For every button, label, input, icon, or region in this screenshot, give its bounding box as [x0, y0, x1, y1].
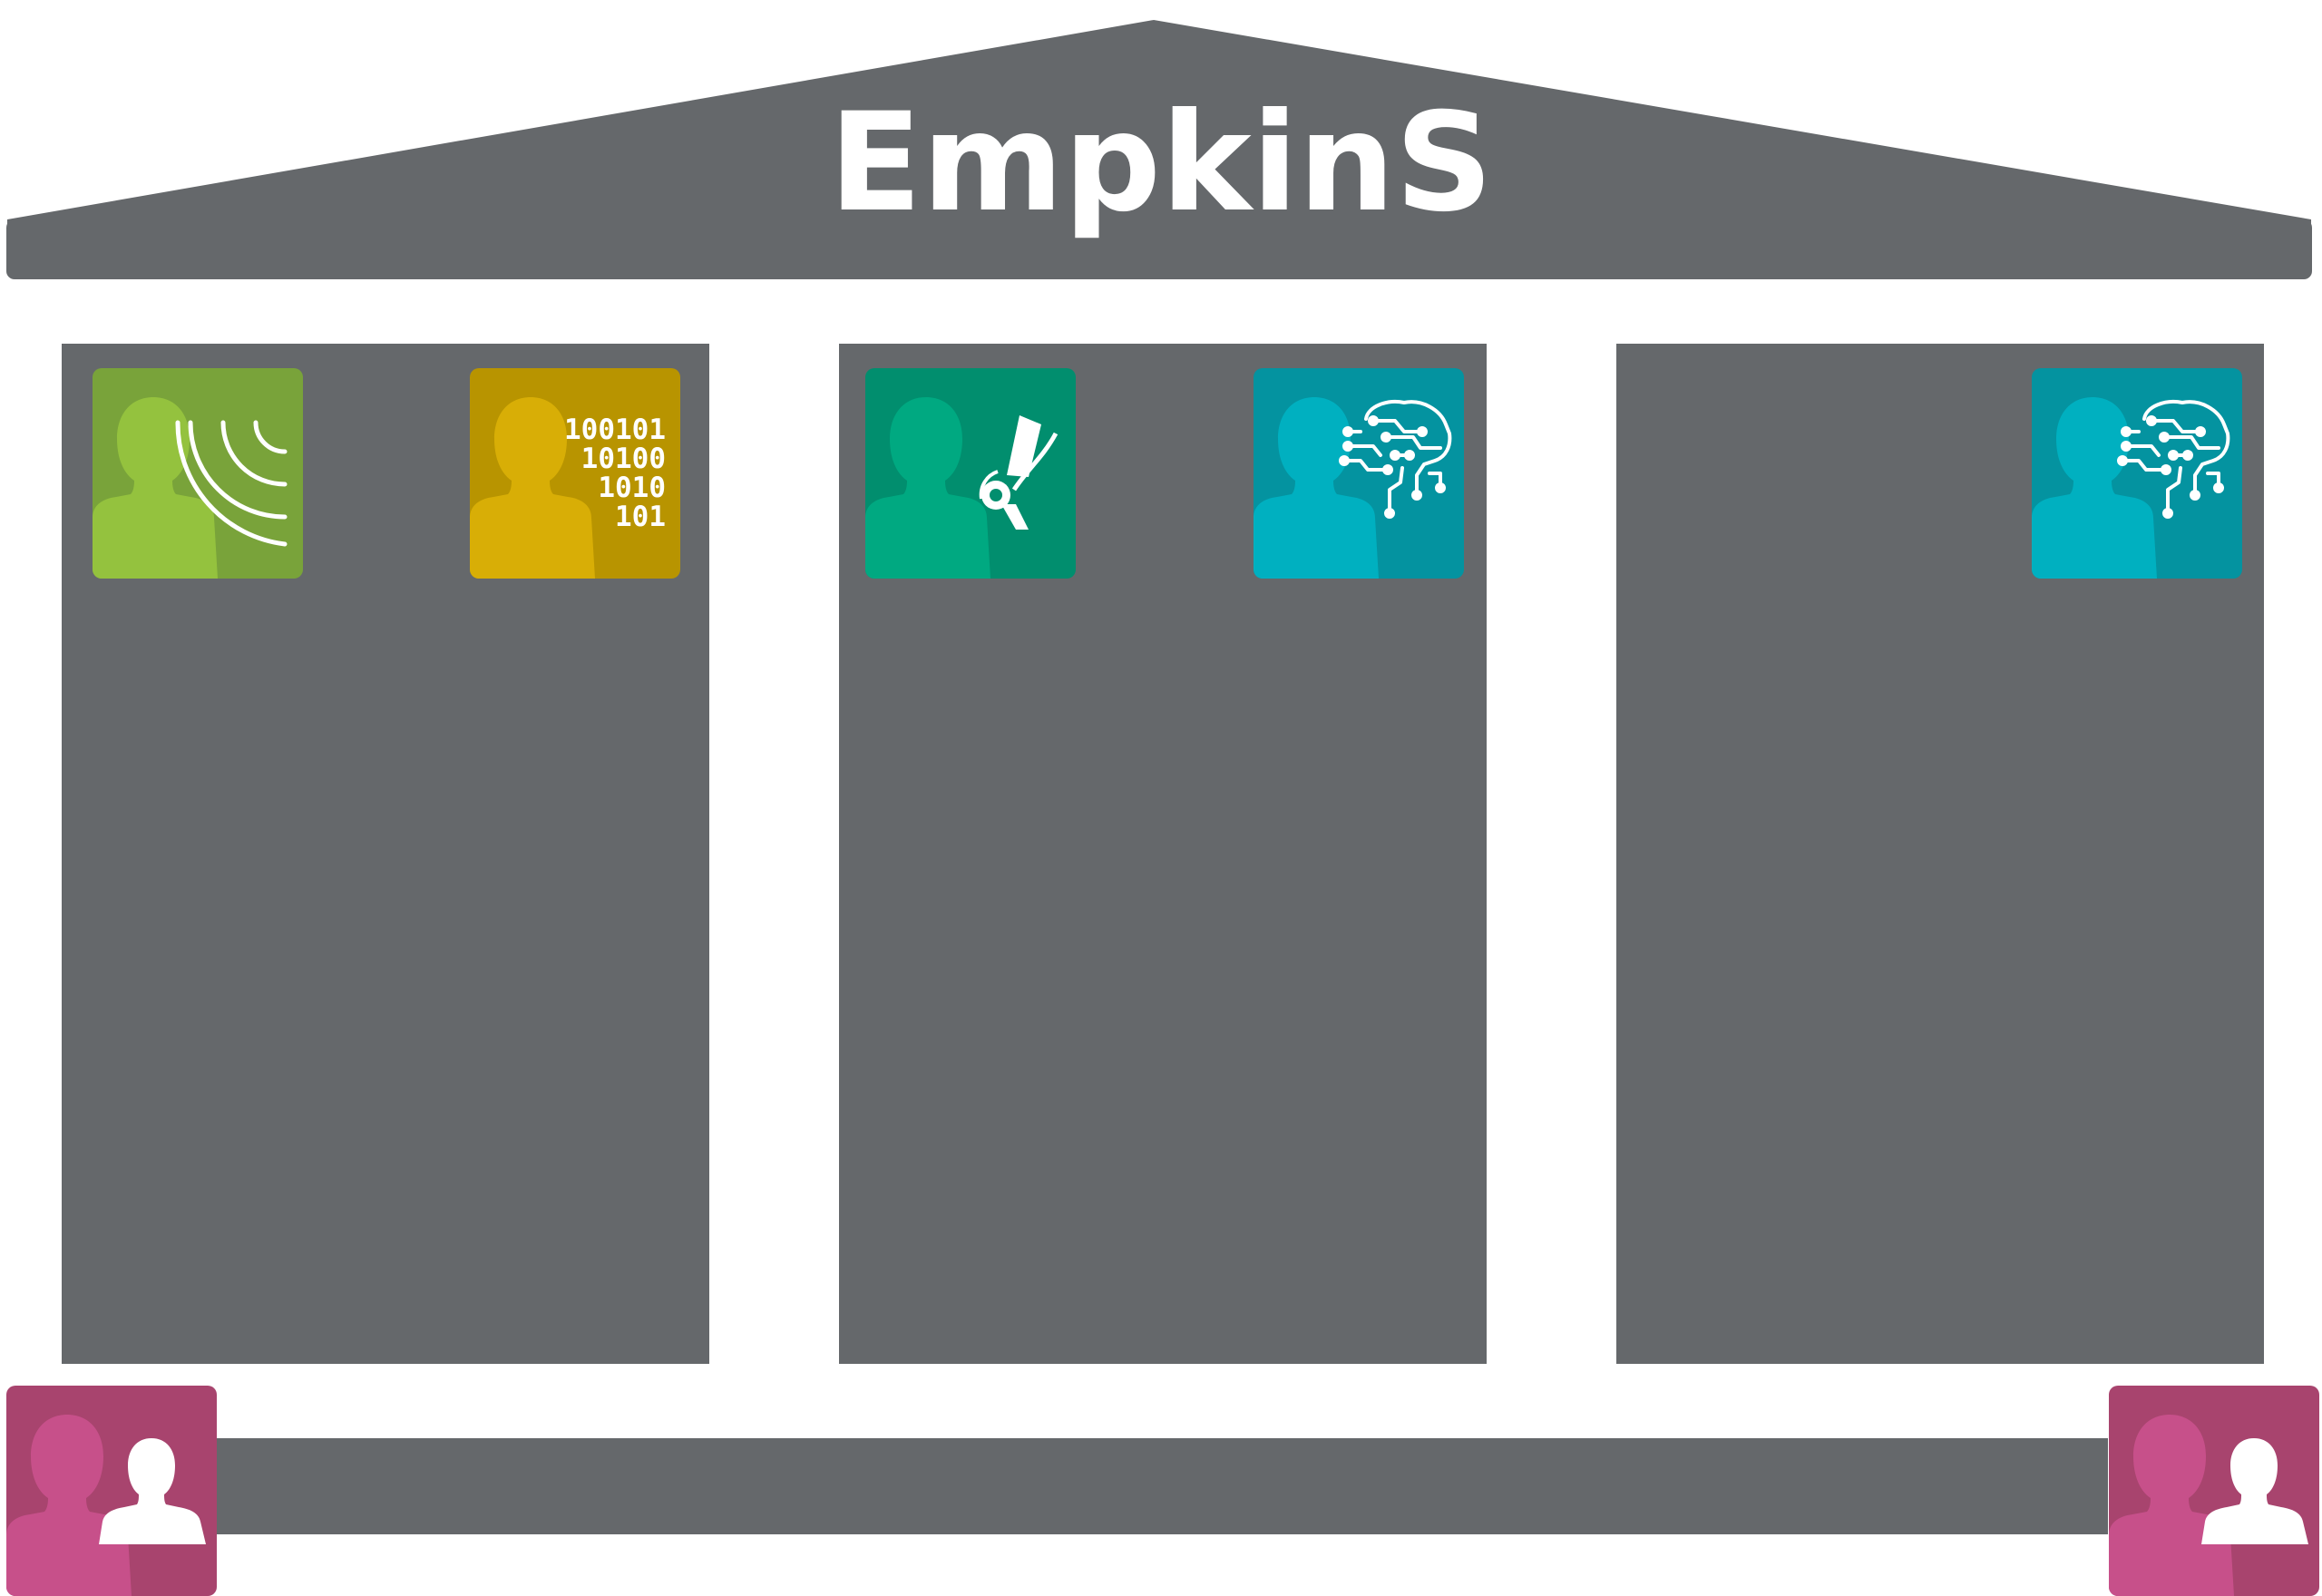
binary-line: 101 — [615, 501, 666, 533]
circuit-brain-icon — [2117, 400, 2230, 519]
roof-beam — [6, 219, 2312, 279]
tile-radar-sensing — [93, 368, 303, 579]
person-silhouette-icon — [865, 397, 990, 579]
person-silhouette-icon — [2109, 1415, 2234, 1596]
radar-waves-icon — [175, 420, 288, 547]
tile-human-interaction — [6, 1386, 217, 1596]
person-silhouette-icon — [6, 1415, 132, 1596]
tile-binary-data: 100101 10100 1010 101 — [470, 368, 680, 579]
knee-joint-icon — [979, 415, 1059, 530]
tile-human-interaction — [2109, 1386, 2319, 1596]
circuit-brain-icon — [1339, 400, 1452, 519]
person-silhouette-icon — [93, 397, 218, 579]
foundation-beam — [210, 1438, 2108, 1534]
binary-data-icon: 100101 10100 1010 101 — [564, 414, 666, 533]
binary-line: 1010 — [598, 472, 666, 504]
person-silhouette-icon — [470, 397, 595, 579]
roof — [6, 20, 2312, 279]
roof-gable — [7, 20, 2311, 272]
binary-line: 100101 — [564, 414, 666, 446]
tile-brain-ai — [1254, 368, 1464, 579]
tile-brain-ai — [2032, 368, 2242, 579]
person-outline-icon — [99, 1438, 206, 1544]
tile-knee-biomechanics — [865, 368, 1076, 579]
binary-line: 10100 — [581, 443, 666, 475]
diagram-title: EmpkinS — [828, 84, 1494, 242]
person-outline-icon — [2201, 1438, 2308, 1544]
